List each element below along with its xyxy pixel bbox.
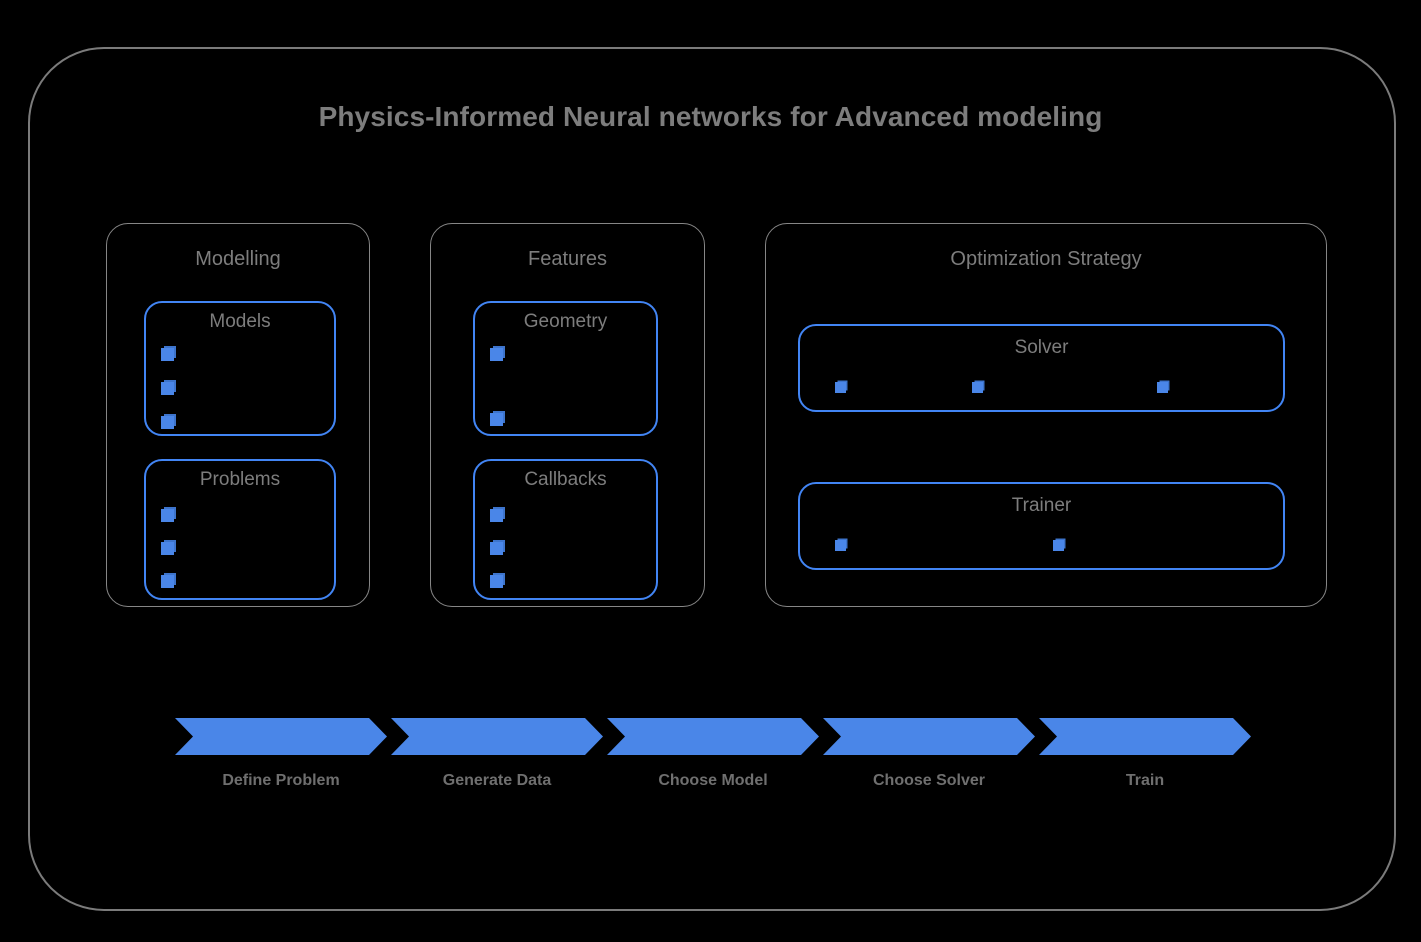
- card-title-problems: Problems: [199, 469, 281, 490]
- card-title-trainer: Trainer: [1011, 495, 1072, 516]
- pipeline-label-choose-model: Choose Model: [658, 772, 768, 789]
- page-title: Physics-Informed Neural networks for Adv…: [318, 101, 1103, 132]
- bullet-cube-icon: [490, 413, 503, 426]
- pipeline-step-train[interactable]: [1039, 718, 1251, 755]
- pipeline-label-generate-data: Generate Data: [442, 772, 552, 789]
- card-callbacks[interactable]: Callbacks: [473, 459, 658, 600]
- card-title-geometry: Geometry: [523, 311, 608, 332]
- pipeline-flow: Define Problem Generate Data Choose Mode…: [175, 718, 1215, 789]
- bullet-cube-icon: [161, 416, 174, 429]
- outer-frame: [28, 47, 1396, 911]
- bullet-cube-icon: [1053, 540, 1064, 551]
- group-title-optimization-strategy: Optimization Strategy: [950, 248, 1142, 270]
- card-problems[interactable]: Problems: [144, 459, 336, 600]
- bullet-cube-icon: [490, 575, 503, 588]
- bullet-cube-icon: [161, 542, 174, 555]
- group-modelling: Modelling: [106, 223, 370, 607]
- card-title-callbacks: Callbacks: [524, 469, 607, 490]
- group-features: Features: [430, 223, 705, 607]
- bullet-cube-icon: [490, 509, 503, 522]
- group-optimization-strategy: Optimization Strategy: [765, 223, 1327, 607]
- group-title-modelling: Modelling: [195, 248, 281, 270]
- pipeline-label-define-problem: Define Problem: [222, 772, 340, 789]
- card-trainer[interactable]: Trainer: [798, 482, 1285, 570]
- card-title-solver: Solver: [1014, 337, 1069, 358]
- card-models[interactable]: Models: [144, 301, 336, 436]
- pipeline-step-define-problem[interactable]: [175, 718, 387, 755]
- pipeline-step-generate-data[interactable]: [391, 718, 603, 755]
- card-geometry[interactable]: Geometry: [473, 301, 658, 436]
- bullet-cube-icon: [161, 348, 174, 361]
- bullet-cube-icon: [835, 540, 846, 551]
- pipeline-label-choose-solver: Choose Solver: [872, 772, 986, 789]
- pipeline-step-choose-solver[interactable]: [823, 718, 1035, 755]
- bullet-cube-icon: [835, 382, 846, 393]
- bullet-cube-icon: [161, 509, 174, 522]
- bullet-cube-icon: [490, 348, 503, 361]
- bullet-cube-icon: [161, 575, 174, 588]
- bullet-cube-icon: [490, 542, 503, 555]
- bullet-cube-icon: [972, 382, 983, 393]
- bullet-cube-icon: [1157, 382, 1168, 393]
- card-solver[interactable]: Solver: [798, 324, 1285, 412]
- group-title-features: Features: [528, 248, 607, 270]
- card-title-models: Models: [209, 311, 271, 332]
- pipeline-label-train: Train: [1125, 772, 1165, 789]
- pipeline-step-choose-model[interactable]: [607, 718, 819, 755]
- bullet-cube-icon: [161, 382, 174, 395]
